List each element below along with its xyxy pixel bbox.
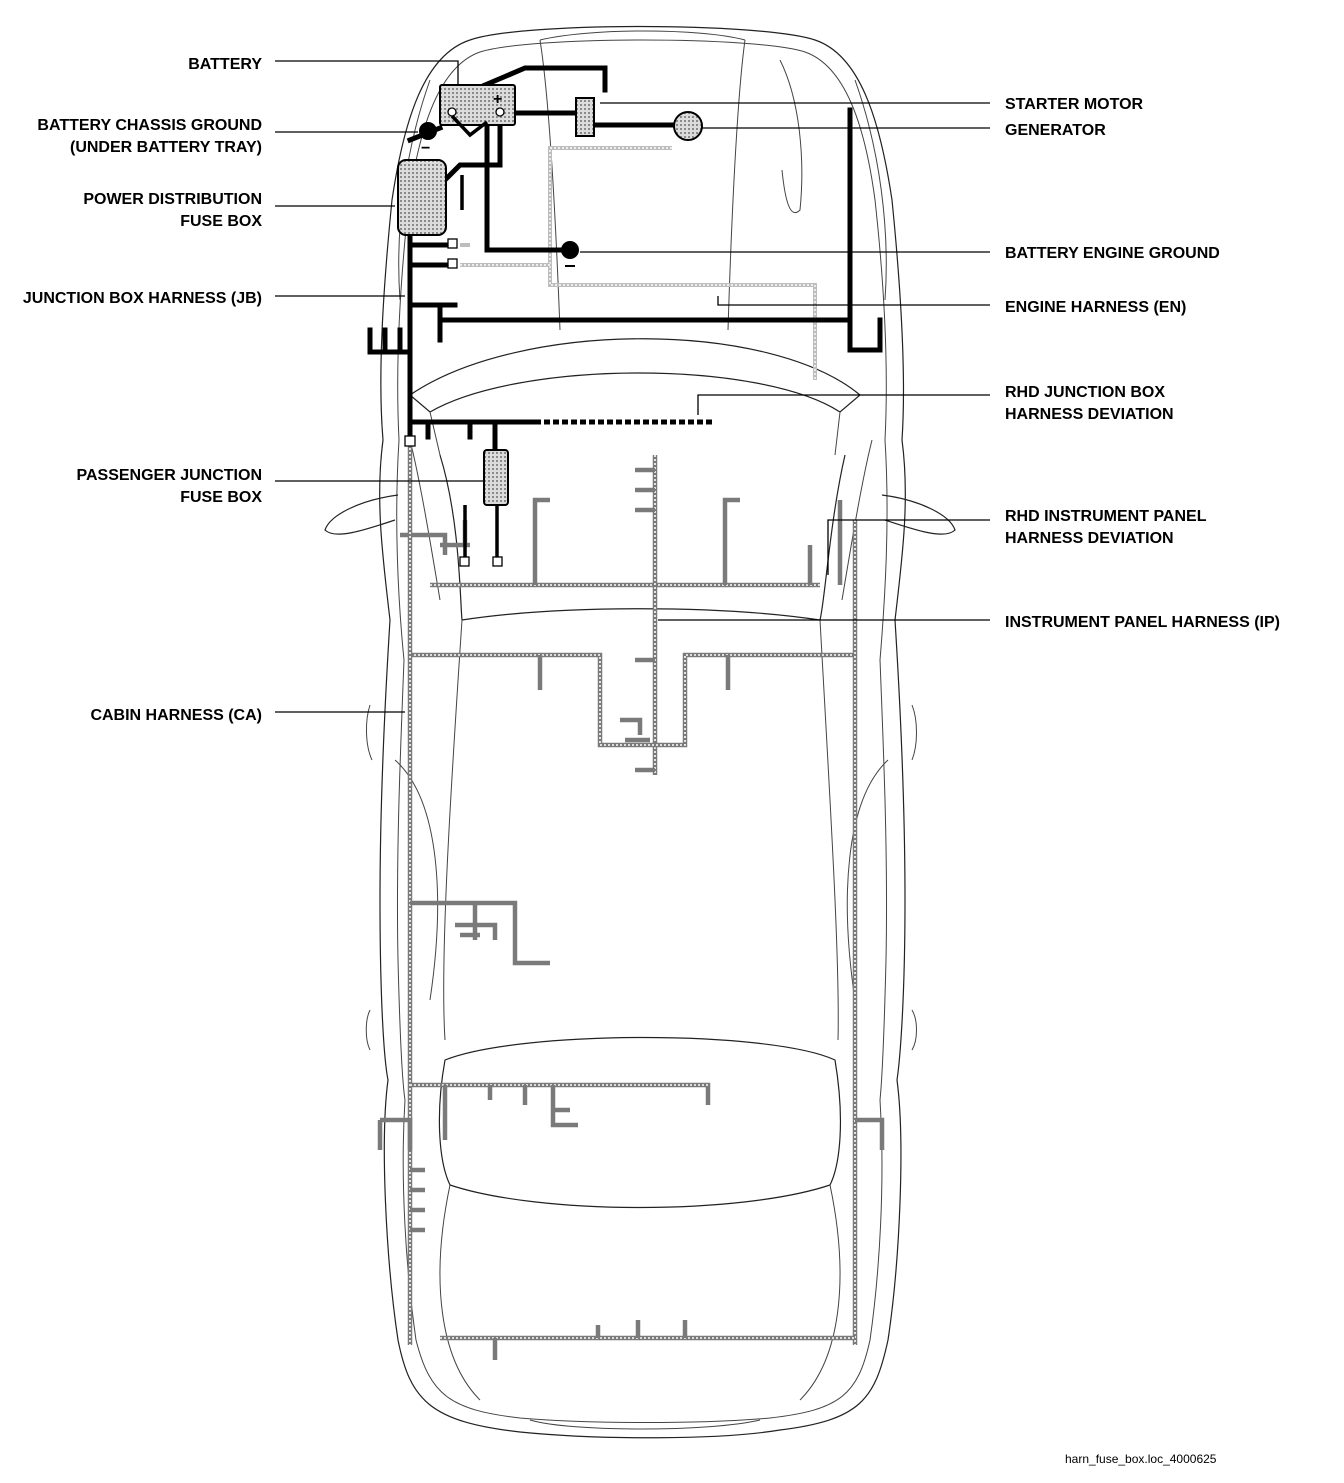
battery: + (439, 84, 516, 138)
label-junction-box-harness: JUNCTION BOX HARNESS (JB) (23, 290, 262, 307)
label-rhd-instrument-panel: RHD INSTRUMENT PANEL (1005, 508, 1207, 525)
power-distribution-fuse-box (397, 159, 447, 236)
label-engine-harness: ENGINE HARNESS (EN) (1005, 299, 1186, 316)
battery-minus-symbol: − (421, 140, 430, 157)
leader-lines (275, 60, 990, 713)
label-battery-chassis-ground: BATTERY CHASSIS GROUND (37, 117, 262, 134)
connectors (404, 238, 503, 567)
label-rhd-junction-deviation: HARNESS DEVIATION (1005, 406, 1174, 423)
label-rhd-instrument-deviation: HARNESS DEVIATION (1005, 530, 1174, 547)
engine-harness-wires (460, 146, 817, 380)
right-labels: STARTER MOTOR GENERATOR BATTERY ENGINE G… (1005, 96, 1280, 631)
car-body-outline (324, 25, 956, 1439)
label-battery-chassis-ground-note: (UNDER BATTERY TRAY) (70, 139, 262, 156)
label-battery-engine-ground: BATTERY ENGINE GROUND (1005, 245, 1220, 262)
starter-motor (575, 97, 595, 137)
battery-chassis-ground: − (419, 122, 437, 157)
label-instrument-panel-harness: INSTRUMENT PANEL HARNESS (IP) (1005, 614, 1280, 631)
label-rhd-junction-box: RHD JUNCTION BOX (1005, 384, 1165, 401)
instrument-panel-harness-wires (400, 455, 855, 775)
label-starter-motor: STARTER MOTOR (1005, 96, 1144, 113)
generator (673, 111, 703, 141)
label-cabin-harness: CABIN HARNESS (CA) (90, 707, 262, 724)
battery-engine-ground (561, 241, 579, 267)
left-labels: BATTERY BATTERY CHASSIS GROUND (UNDER BA… (23, 56, 262, 724)
label-passenger-junction-fuse-box: FUSE BOX (180, 489, 262, 506)
battery-plus-symbol: + (493, 91, 502, 108)
cabin-harness-wires (377, 440, 885, 1360)
label-passenger-junction: PASSENGER JUNCTION (76, 467, 262, 484)
label-power-distribution: POWER DISTRIBUTION (83, 191, 262, 208)
label-power-distribution-fuse-box: FUSE BOX (180, 213, 262, 230)
label-battery: BATTERY (188, 56, 262, 73)
junction-box-harness-wires (367, 65, 883, 560)
figure-caption: harn_fuse_box.loc_4000625 (1065, 1452, 1217, 1466)
passenger-junction-fuse-box (483, 449, 509, 506)
label-generator: GENERATOR (1005, 122, 1106, 139)
